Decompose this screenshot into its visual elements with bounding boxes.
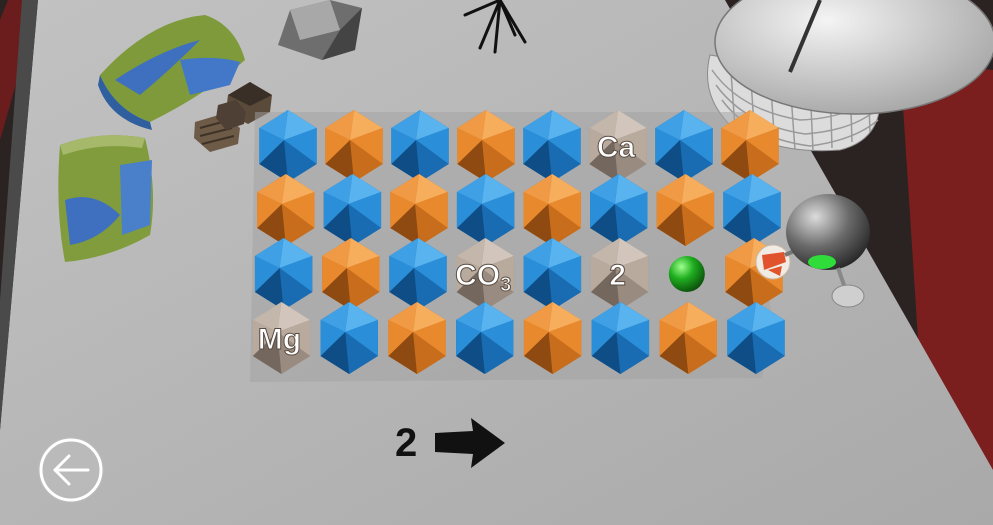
orange-tile[interactable] xyxy=(523,174,581,246)
blue-tile[interactable] xyxy=(456,302,514,374)
move-count: 2 xyxy=(395,421,418,465)
orange-tile[interactable] xyxy=(523,302,582,374)
orange-tile[interactable] xyxy=(457,110,515,182)
blue-tile[interactable] xyxy=(254,238,313,310)
blue-tile[interactable] xyxy=(391,110,449,182)
blue-tile[interactable] xyxy=(727,302,785,374)
table-edge xyxy=(0,0,38,430)
tile-label: Mg xyxy=(258,323,301,356)
tan-tile[interactable] xyxy=(456,238,514,310)
blue-tile[interactable] xyxy=(389,238,447,310)
blue-tile[interactable] xyxy=(456,174,515,246)
robot[interactable] xyxy=(755,194,870,308)
tile-label: Ca xyxy=(597,131,636,164)
orange-tile[interactable] xyxy=(322,238,380,310)
orange-tile[interactable] xyxy=(659,302,717,374)
blue-tile[interactable] xyxy=(523,238,582,310)
tile-label: 2 xyxy=(609,259,626,292)
terrain-block xyxy=(98,15,245,130)
terrain-block xyxy=(58,135,154,262)
orange-tile[interactable] xyxy=(656,174,715,246)
blue-tile[interactable] xyxy=(523,110,581,182)
blue-tile[interactable] xyxy=(590,174,648,246)
orange-tile[interactable] xyxy=(388,302,446,374)
rock xyxy=(278,0,362,60)
blue-tile[interactable] xyxy=(259,110,317,182)
orange-tile[interactable] xyxy=(390,174,448,246)
tan-tile[interactable] xyxy=(252,302,311,374)
orange-tile[interactable] xyxy=(325,110,383,182)
right-arrow-icon xyxy=(435,418,506,468)
goal-orb[interactable] xyxy=(668,256,705,292)
move-indicator: 2 xyxy=(395,418,506,468)
blue-tile[interactable] xyxy=(323,174,382,246)
back-arrow-icon xyxy=(39,438,103,502)
tan-tile[interactable] xyxy=(590,238,649,310)
tan-tile[interactable] xyxy=(589,110,647,182)
blue-tile[interactable] xyxy=(320,302,378,374)
orange-tile[interactable] xyxy=(721,110,779,182)
blue-tile[interactable] xyxy=(723,174,781,246)
antenna xyxy=(463,0,527,54)
blue-tile[interactable] xyxy=(655,110,713,182)
back-button[interactable] xyxy=(38,437,104,503)
orange-tile[interactable] xyxy=(257,174,315,246)
blue-tile[interactable] xyxy=(591,302,650,374)
